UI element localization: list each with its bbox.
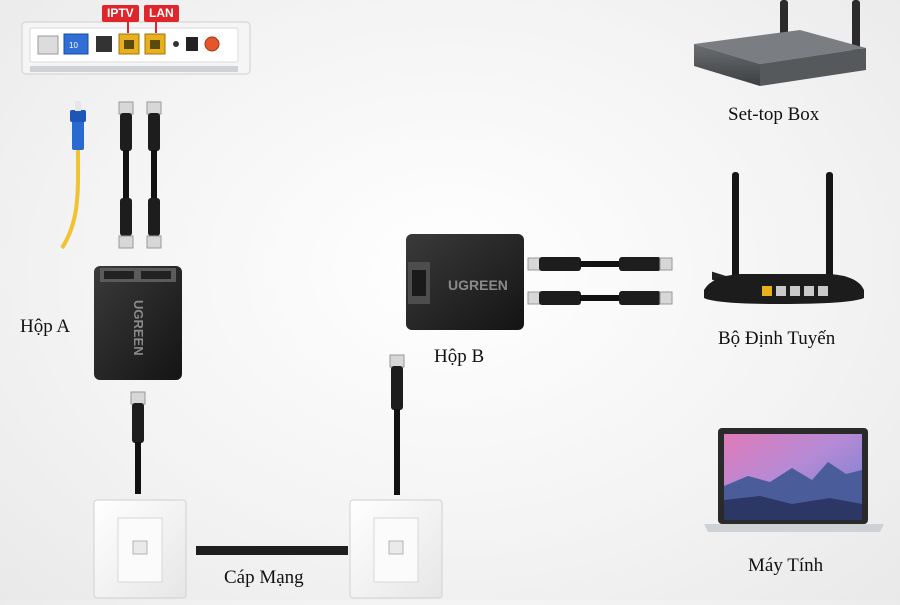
- splitter-b: UGREEN: [406, 234, 524, 330]
- lan-tag: LAN: [144, 5, 179, 22]
- cable-b-up: [389, 354, 405, 495]
- cable-b-right-2: [527, 291, 673, 305]
- network-cable: [196, 546, 348, 555]
- set-top-box-device: [694, 0, 866, 285]
- svg-text:10: 10: [69, 41, 78, 50]
- label-hop-b: Hộp B: [434, 346, 485, 367]
- laptop-device: [704, 428, 884, 532]
- cable-a-down: [130, 391, 146, 494]
- iptv-tag: IPTV: [102, 5, 139, 22]
- cable-b-right-1: [527, 257, 673, 271]
- pon-port: [63, 33, 89, 55]
- power-button: [204, 36, 220, 52]
- patch-cable-1: [118, 101, 134, 249]
- router-device: [704, 172, 864, 304]
- patch-cable-2: [146, 101, 162, 249]
- modem-device: 10: [21, 20, 251, 75]
- wall-plate-a: [93, 499, 187, 599]
- label-set-top-box: Set-top Box: [728, 104, 820, 125]
- splitter-b-brand: UGREEN: [448, 277, 508, 293]
- label-computer: Máy Tính: [748, 555, 824, 576]
- splitter-a-brand: UGREEN: [131, 300, 146, 356]
- fiber-optic-cable: [60, 101, 86, 250]
- splitter-a: UGREEN: [94, 266, 182, 380]
- wall-plate-b: [349, 499, 443, 599]
- label-router: Bộ Định Tuyến: [718, 328, 836, 349]
- label-cable: Cáp Mạng: [224, 567, 304, 588]
- label-hop-a: Hộp A: [20, 316, 71, 337]
